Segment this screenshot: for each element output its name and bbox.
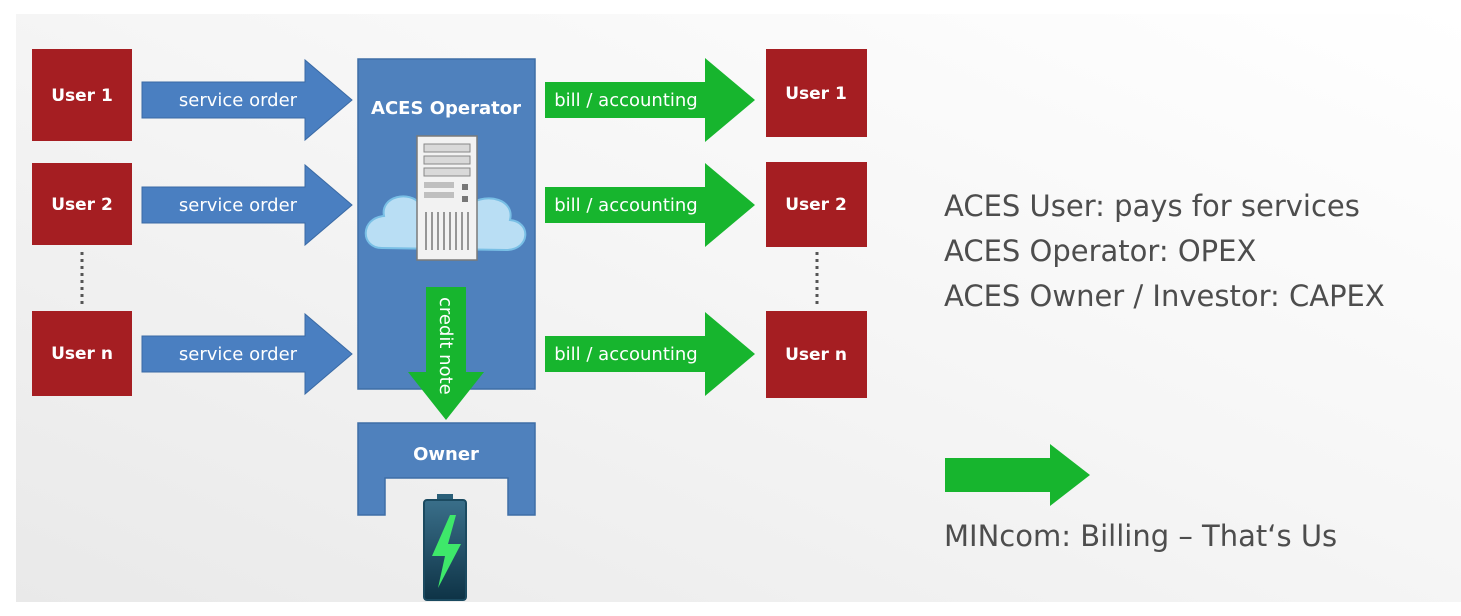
owner-box: Owner — [357, 422, 536, 516]
left-user-1: User 1 — [32, 49, 132, 141]
service-order-label-1: service order — [179, 90, 298, 111]
right-user-n-label: User n — [785, 345, 847, 365]
role-operator: ACES Operator: OPEX — [944, 234, 1256, 268]
right-user-2-label: User 2 — [785, 195, 847, 215]
right-user-1: User 1 — [766, 49, 867, 137]
server-icon — [416, 135, 478, 261]
left-user-n: User n — [32, 311, 132, 396]
credit-note-arrow: credit note — [408, 287, 484, 420]
left-user-2: User 2 — [32, 163, 132, 245]
credit-note-label: credit note — [435, 297, 456, 395]
service-order-arrow-1: service order — [141, 58, 353, 142]
mincom-caption: MINcom: Billing – That‘s Us — [944, 519, 1337, 553]
right-user-2: User 2 — [766, 162, 867, 247]
bill-label-1: bill / accounting — [554, 90, 697, 111]
operator-label: ACES Operator — [371, 98, 521, 119]
left-user-2-label: User 2 — [51, 195, 113, 215]
service-order-label-2: service order — [179, 195, 298, 216]
service-order-arrow-2: service order — [141, 163, 353, 247]
legend-green-arrow — [945, 444, 1090, 506]
right-user-n: User n — [766, 311, 867, 398]
right-user-1-label: User 1 — [785, 84, 847, 104]
battery-icon — [423, 494, 467, 601]
bill-arrow-1: bill / accounting — [545, 58, 755, 142]
service-order-label-n: service order — [179, 344, 298, 365]
left-user-n-label: User n — [51, 344, 113, 364]
service-order-arrow-n: service order — [141, 312, 353, 396]
role-user: ACES User: pays for services — [944, 189, 1360, 223]
bill-arrow-2: bill / accounting — [545, 163, 755, 247]
bill-arrow-n: bill / accounting — [545, 312, 755, 396]
role-owner: ACES Owner / Investor: CAPEX — [944, 279, 1385, 313]
bill-label-2: bill / accounting — [554, 195, 697, 216]
owner-label: Owner — [413, 444, 479, 465]
left-user-1-label: User 1 — [51, 86, 113, 106]
bill-label-n: bill / accounting — [554, 344, 697, 365]
